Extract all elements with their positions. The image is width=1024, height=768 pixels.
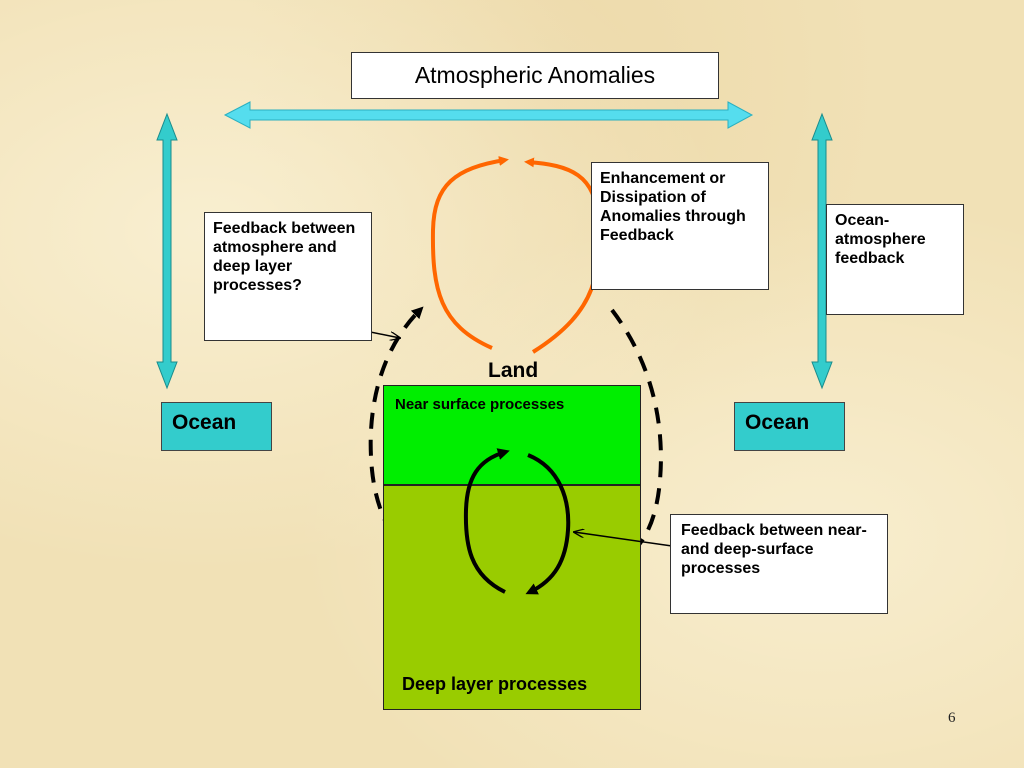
- deep-layer: [383, 485, 641, 710]
- deep-layer-label: Deep layer processes: [402, 674, 588, 694]
- note-atmosphere-deep: Feedback between atmosphere and deep lay…: [204, 212, 372, 341]
- left-vertical-double-arrow: [156, 112, 178, 390]
- note-enhancement: Enhancement or Dissipation of Anomalies …: [591, 162, 769, 290]
- horizontal-double-arrow: [223, 101, 754, 129]
- near-surface-label: Near surface processes: [395, 396, 565, 413]
- note-atmosphere-deep-text: Feedback between atmosphere and deep lay…: [213, 220, 356, 294]
- title-text: Atmospheric Anomalies: [414, 62, 656, 88]
- inner-feedback-loop: [463, 448, 571, 595]
- ocean-right-label: Ocean: [745, 411, 810, 434]
- title-box: Atmospheric Anomalies: [351, 52, 719, 99]
- land-label: Land: [488, 359, 539, 382]
- note-ocean-atmosphere: Ocean-atmosphere feedback: [826, 204, 964, 315]
- note-near-deep: Feedback between near- and deep-surface …: [670, 514, 888, 614]
- bottom-note-pointer: [574, 532, 673, 547]
- ocean-left-box: Ocean: [161, 402, 272, 451]
- ocean-right-box: Ocean: [734, 402, 845, 451]
- note-ocean-atmosphere-text: Ocean-atmosphere feedback: [835, 212, 926, 267]
- page-number: 6: [948, 710, 956, 726]
- ocean-left-label: Ocean: [172, 411, 237, 434]
- note-enhancement-text: Enhancement or Dissipation of Anomalies …: [600, 170, 746, 244]
- near-surface-layer: [383, 385, 641, 485]
- note-near-deep-text: Feedback between near- and deep-surface …: [681, 522, 867, 577]
- right-vertical-double-arrow: [811, 112, 833, 390]
